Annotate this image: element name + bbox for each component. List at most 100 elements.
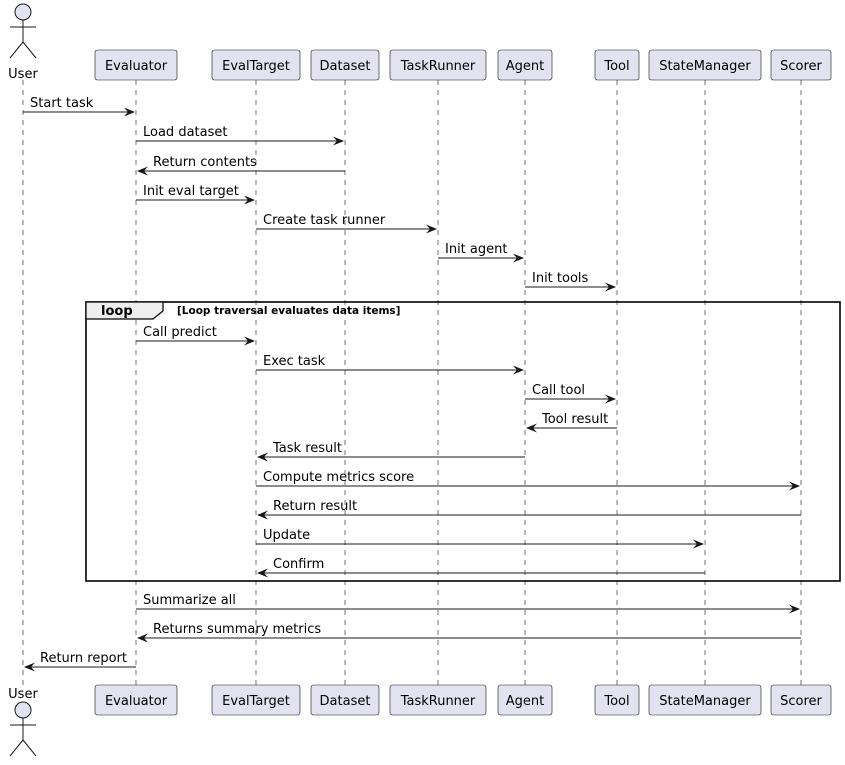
arrowhead	[426, 224, 437, 234]
participant-tool-bottom: Tool	[594, 684, 640, 716]
message-label: Start task	[30, 96, 94, 111]
arrowhead	[137, 166, 148, 176]
participant-box	[594, 684, 640, 716]
participant-taskrunner-top: TaskRunner	[389, 49, 487, 81]
arrowhead	[513, 253, 524, 263]
message-call-tool: Call tool	[525, 383, 616, 404]
actor-user-bottom: User	[8, 687, 38, 757]
participant-label: StateManager	[659, 59, 751, 74]
message-init-eval-target: Init eval target	[136, 184, 255, 205]
participant-label: Scorer	[780, 694, 822, 709]
loop-tab	[85, 301, 164, 320]
arrowhead	[526, 423, 537, 433]
participant-box	[770, 684, 832, 716]
participant-label: Dataset	[320, 59, 371, 74]
message-label: Exec task	[263, 354, 326, 369]
message-label: Return report	[40, 651, 127, 666]
message-label: Create task runner	[263, 213, 386, 228]
message-label: Init agent	[445, 242, 507, 257]
arrowhead	[257, 452, 268, 462]
participant-box	[497, 49, 553, 81]
participant-statemanager-top: StateManager	[648, 49, 762, 81]
arrowhead	[244, 336, 255, 346]
message-label: Init tools	[532, 271, 589, 286]
participant-box	[211, 684, 301, 716]
loop-frame	[85, 301, 841, 582]
participant-box	[648, 49, 762, 81]
participant-label: StateManager	[659, 694, 751, 709]
arrowhead	[257, 568, 268, 578]
arrowhead	[24, 662, 35, 672]
arrowhead	[693, 539, 704, 549]
arrowhead	[257, 510, 268, 520]
message-call-predict: Call predict	[136, 325, 255, 346]
message-return-contents: Return contents	[137, 155, 345, 176]
message-label: Call predict	[143, 325, 217, 340]
arrowhead	[124, 107, 135, 117]
message-summarize-all: Summarize all	[136, 593, 800, 614]
message-start-task: Start task	[23, 96, 135, 117]
participant-evaluator-top: Evaluator	[94, 49, 178, 81]
arrowhead	[605, 394, 616, 404]
participant-taskrunner-bottom: TaskRunner	[389, 684, 487, 716]
arrowhead	[605, 282, 616, 292]
lifelines	[22, 80, 802, 685]
message-update: Update	[256, 528, 704, 549]
participant-scorer-bottom: Scorer	[770, 684, 832, 716]
arrowhead	[789, 481, 800, 491]
participant-box	[211, 49, 301, 81]
participant-box	[310, 49, 380, 81]
loop-guard: [Loop traversal evaluates data items]	[177, 305, 400, 317]
participant-label: EvalTarget	[222, 694, 290, 709]
participant-scorer-top: Scorer	[770, 49, 832, 81]
participant-box	[94, 49, 178, 81]
message-task-result: Task result	[257, 441, 525, 462]
message-exec-task: Exec task	[256, 354, 524, 375]
participant-label: Dataset	[320, 694, 371, 709]
message-returns-summary-metrics: Returns summary metrics	[137, 622, 801, 643]
message-label: Init eval target	[143, 184, 239, 199]
message-label: Load dataset	[143, 125, 227, 140]
message-label: Confirm	[273, 557, 324, 572]
participant-box	[594, 49, 640, 81]
participant-evaltarget-bottom: EvalTarget	[211, 684, 301, 716]
participant-box	[94, 684, 178, 716]
message-label: Return contents	[153, 155, 257, 170]
arrowhead	[513, 365, 524, 375]
participant-evaluator-bottom: Evaluator	[94, 684, 178, 716]
participant-statemanager-bottom: StateManager	[648, 684, 762, 716]
participant-label: Tool	[603, 59, 629, 74]
message-label: Update	[263, 528, 310, 543]
message-label: Tool result	[541, 412, 608, 427]
message-confirm: Confirm	[257, 557, 705, 578]
participant-label: Evaluator	[105, 59, 168, 74]
message-tool-result: Tool result	[526, 412, 617, 433]
participant-headers: UserUserEvaluatorEvaluatorEvalTargetEval…	[8, 3, 832, 757]
participant-agent-top: Agent	[497, 49, 553, 81]
participant-tool-top: Tool	[594, 49, 640, 81]
arrowhead	[333, 136, 344, 146]
arrowhead	[244, 195, 255, 205]
participant-box	[770, 49, 832, 81]
message-label: Compute metrics score	[263, 470, 414, 485]
participant-box	[389, 49, 487, 81]
participant-dataset-top: Dataset	[310, 49, 380, 81]
message-compute-metrics-score: Compute metrics score	[256, 470, 800, 491]
message-load-dataset: Load dataset	[136, 125, 344, 146]
participant-label: TaskRunner	[400, 694, 476, 709]
actor-user: User	[8, 3, 38, 82]
message-return-report: Return report	[24, 651, 136, 672]
participant-label: Agent	[506, 694, 544, 709]
message-label: Returns summary metrics	[153, 622, 321, 637]
message-label: Call tool	[532, 383, 585, 398]
message-create-task-runner: Create task runner	[256, 213, 437, 234]
participant-box	[310, 684, 380, 716]
participant-agent-bottom: Agent	[497, 684, 553, 716]
message-return-result: Return result	[257, 499, 801, 520]
participant-evaltarget-top: EvalTarget	[211, 49, 301, 81]
participant-label: Agent	[506, 59, 544, 74]
participant-label: Tool	[603, 694, 629, 709]
loop-keyword: loop	[101, 304, 133, 319]
